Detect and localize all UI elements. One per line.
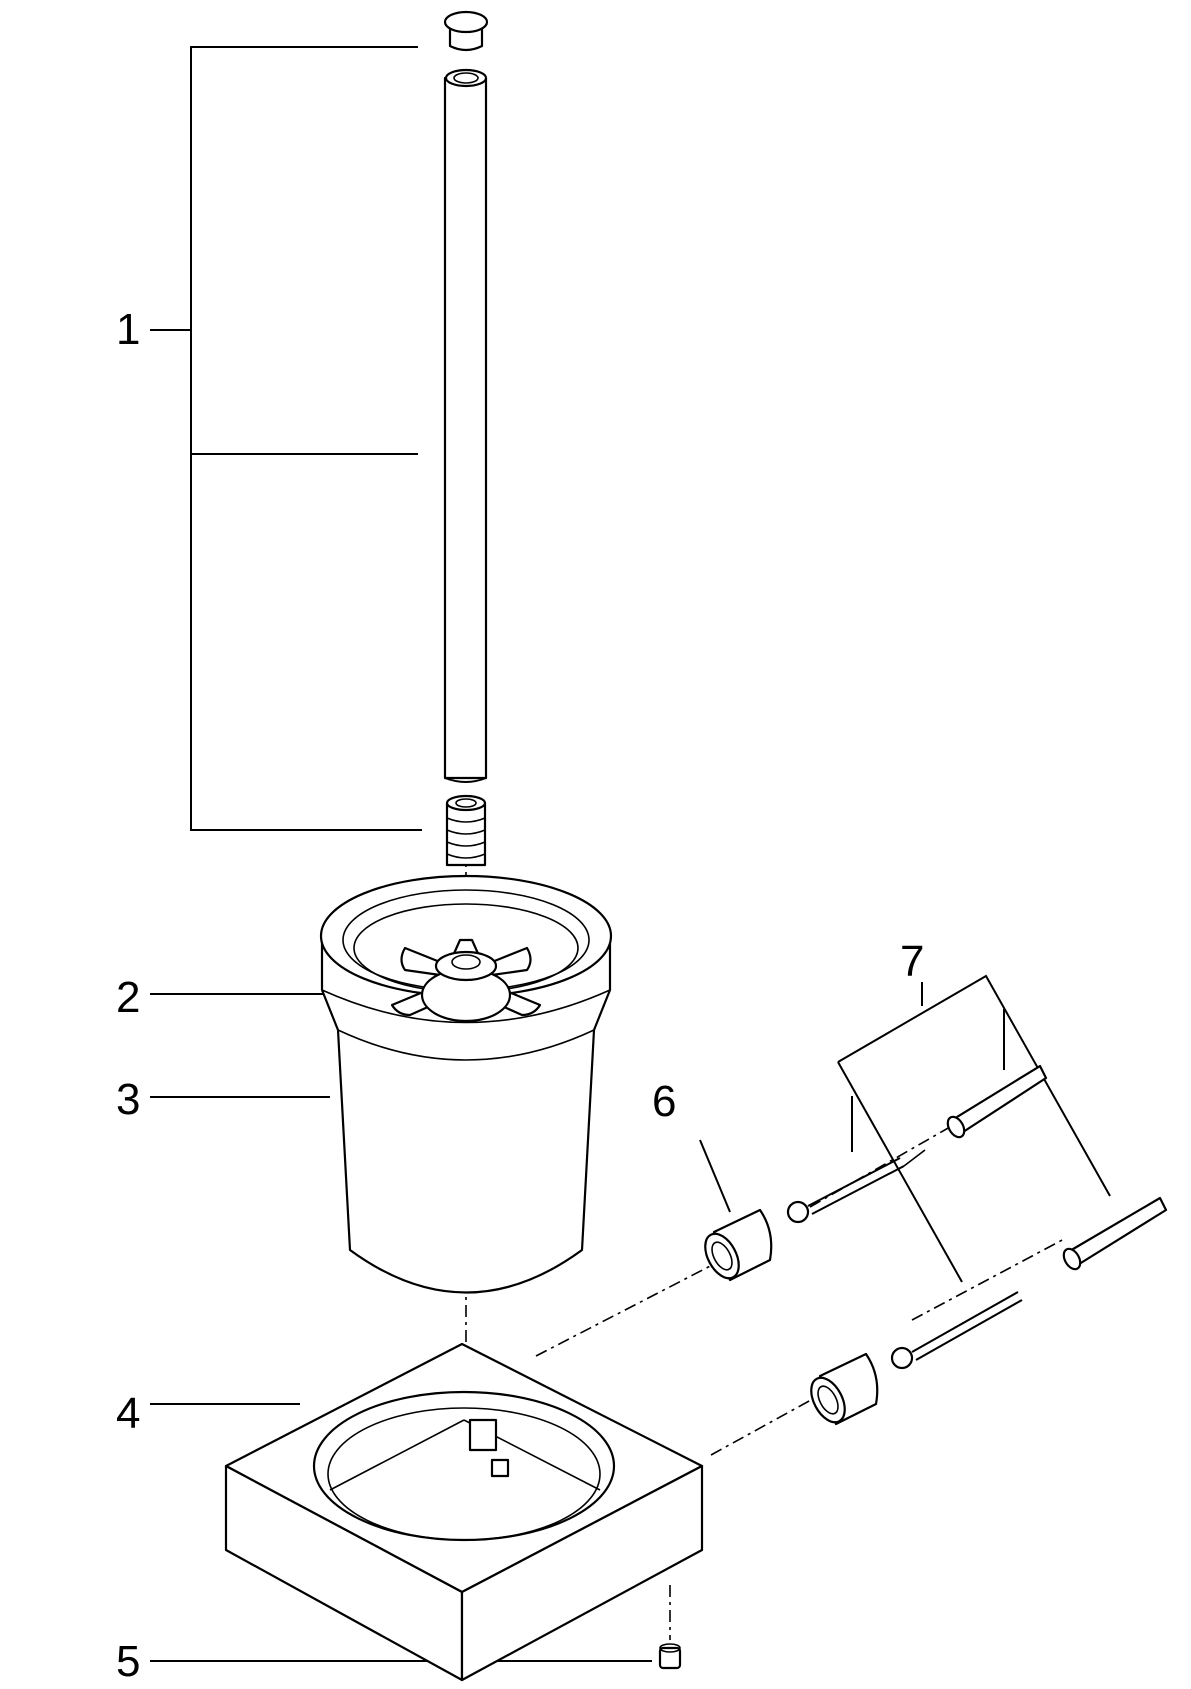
bracket-1 xyxy=(190,46,422,831)
callout-7: 7 xyxy=(900,937,925,986)
leader-lines xyxy=(150,46,1111,1662)
callout-4: 4 xyxy=(116,1389,141,1438)
brush-container xyxy=(319,874,613,1294)
callout-2: 2 xyxy=(116,973,141,1022)
mounting-screw-lower xyxy=(890,1291,1023,1370)
wall-plug-lower xyxy=(1062,1196,1168,1271)
leader-6 xyxy=(699,1139,731,1213)
callout-6: 6 xyxy=(652,1077,677,1126)
base-block xyxy=(224,1342,704,1682)
callout-3: 3 xyxy=(116,1075,141,1124)
spacer-sleeve-upper xyxy=(704,1208,773,1282)
mounting-screw-upper xyxy=(786,1149,926,1224)
wall-plug-upper xyxy=(946,1064,1048,1139)
callout-1: 1 xyxy=(116,305,141,354)
callout-5: 5 xyxy=(116,1637,141,1686)
base-plug xyxy=(658,1643,682,1670)
brush-head xyxy=(390,938,542,1023)
threaded-connector xyxy=(445,794,487,867)
brush-handle-rod xyxy=(443,68,488,783)
brush-cap xyxy=(443,10,489,52)
spacer-sleeve-lower xyxy=(810,1352,879,1426)
